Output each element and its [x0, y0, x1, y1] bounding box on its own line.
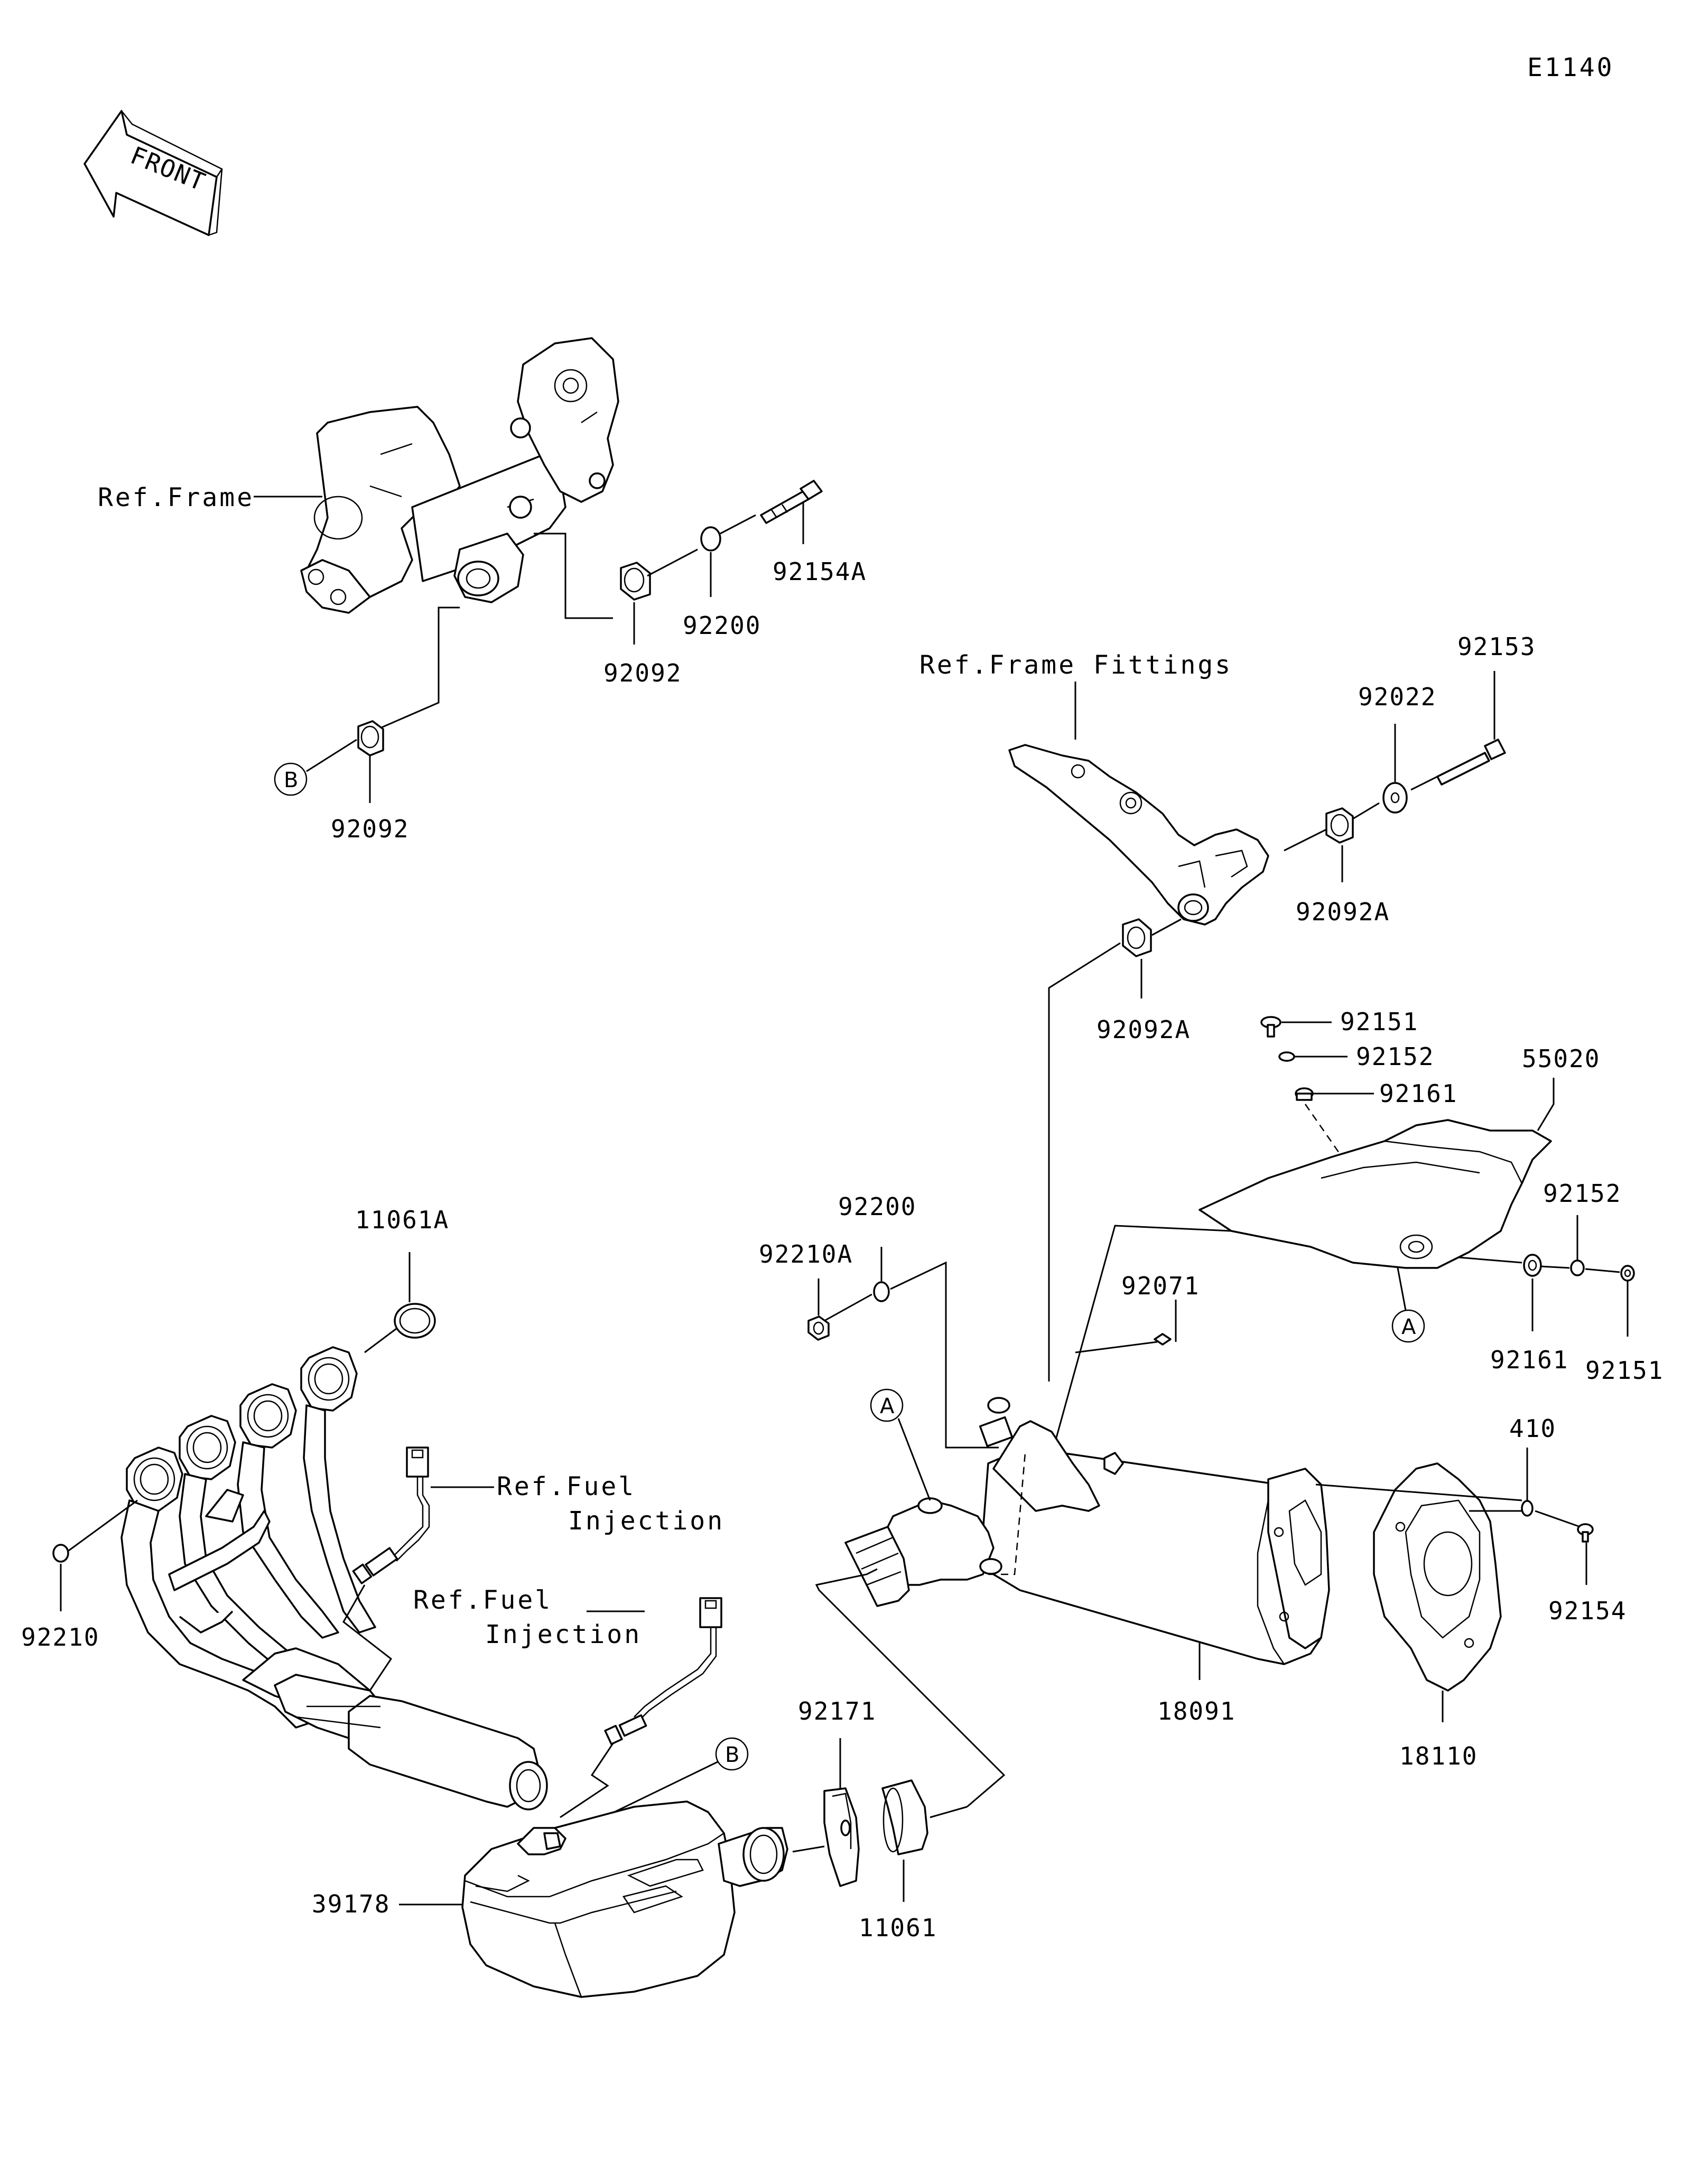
washer-92200-top [700, 526, 721, 552]
part-18110: 18110 [1399, 1742, 1478, 1770]
callout-a-lower-label: A [880, 1394, 895, 1418]
muffler-18091 [844, 1397, 1330, 1665]
exhaust-header-pipes [120, 1346, 548, 1810]
part-39178: 39178 [312, 1890, 390, 1918]
ref-frame-fittings-drawing [1008, 744, 1269, 926]
heat-cover-55020 [1198, 1119, 1552, 1269]
nut-92092A-right [1325, 807, 1354, 844]
callout-a-upper-label: A [1401, 1315, 1416, 1339]
part-92161-right: 92161 [1490, 1346, 1568, 1374]
part-92152-top: 92152 [1356, 1042, 1434, 1071]
nut-92210A [807, 1315, 830, 1341]
screw-92151-top [1260, 1016, 1281, 1038]
grommet-92161-top [1295, 1087, 1314, 1101]
pre-muffler-39178 [461, 1800, 788, 1998]
washer-92152-right [1570, 1259, 1585, 1276]
washer-92022 [1382, 782, 1408, 814]
part-92071: 92071 [1121, 1272, 1200, 1300]
washer-92200-mid [873, 1281, 890, 1302]
part-11061: 11061 [859, 1914, 937, 1942]
ref-fuel-injection-1-line1: Ref.Fuel [497, 1472, 636, 1501]
diagram-code: E1140 [1527, 53, 1614, 82]
part-92151-top: 92151 [1340, 1007, 1418, 1036]
o2-sensor-1 [352, 1446, 430, 1584]
part-92200-mid: 92200 [838, 1192, 916, 1221]
callout-b-upper [274, 762, 308, 796]
part-410: 410 [1509, 1414, 1556, 1443]
part-92210A: 92210A [759, 1240, 853, 1268]
ref-fuel-injection-1-line2: Injection [568, 1506, 724, 1536]
part-92151-right: 92151 [1585, 1356, 1664, 1385]
nut-92092-b [357, 720, 384, 757]
bolt-92153 [1410, 739, 1506, 791]
callout-a-lower [870, 1388, 904, 1422]
clamp-92171 [823, 1787, 860, 1887]
part-92092A-right: 92092A [1296, 898, 1390, 926]
part-55020: 55020 [1522, 1044, 1600, 1073]
callout-a-upper [1391, 1309, 1425, 1343]
part-92092-top: 92092 [603, 659, 682, 687]
washer-92152-top [1278, 1051, 1295, 1062]
gasket-11061 [881, 1779, 928, 1855]
part-92154A: 92154A [773, 557, 867, 586]
callout-b-upper-label: B [284, 768, 298, 792]
nut-92092-top [620, 562, 651, 601]
front-arrow-icon: FRONT [83, 110, 223, 236]
screw-92151-right [1620, 1265, 1635, 1282]
nut-92210 [52, 1544, 69, 1563]
clip-92071 [1154, 1333, 1172, 1346]
bolt-92154 [1577, 1523, 1594, 1543]
ref-fuel-injection-2-line1: Ref.Fuel [413, 1585, 552, 1615]
o2-sensor-2 [604, 1597, 722, 1746]
part-92154: 92154 [1548, 1597, 1627, 1625]
callout-b-lower-label: B [725, 1743, 739, 1767]
callout-b-lower [715, 1737, 749, 1771]
part-92171: 92171 [798, 1697, 876, 1725]
part-92161-top: 92161 [1379, 1079, 1457, 1108]
nut-92092A-lower [1122, 918, 1152, 957]
part-92092-b: 92092 [331, 815, 409, 843]
end-cap-18110 [1373, 1462, 1502, 1692]
part-92152-right: 92152 [1543, 1179, 1621, 1208]
part-11061A: 11061A [355, 1206, 449, 1234]
bolt-92154A [760, 480, 823, 524]
ref-frame-fittings-label: Ref.Frame Fittings [919, 650, 1232, 680]
ref-frame-drawing [300, 337, 619, 614]
part-92200-top: 92200 [683, 611, 761, 640]
part-92153: 92153 [1457, 632, 1536, 661]
part-18091: 18091 [1157, 1697, 1235, 1725]
part-92092A-lower: 92092A [1097, 1015, 1191, 1044]
washer-410 [1521, 1500, 1534, 1517]
part-92022: 92022 [1358, 683, 1436, 711]
part-92210: 92210 [21, 1623, 99, 1651]
ref-fuel-injection-2-line2: Injection [485, 1620, 642, 1649]
ref-frame-label: Ref.Frame [98, 483, 254, 512]
grommet-92161-right [1523, 1254, 1542, 1277]
